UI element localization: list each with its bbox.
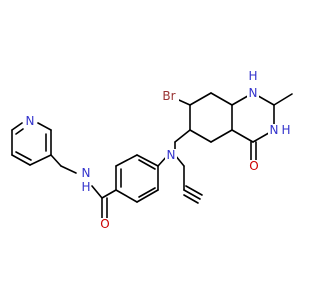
bromine-atom-label: Br [162, 89, 175, 103]
bond [273, 93, 293, 106]
amide-nitrogen-label: N [82, 166, 91, 180]
n1-hydrogen-label: H [248, 69, 257, 83]
bond [138, 159, 156, 170]
bond [183, 189, 201, 200]
bond [136, 189, 159, 203]
label-background [165, 149, 177, 162]
bond [174, 129, 191, 143]
bond [50, 154, 62, 167]
bond [138, 187, 156, 198]
bonds [11, 92, 293, 219]
label-background [159, 89, 179, 103]
bond [11, 154, 31, 166]
amine-nitrogen-label: N [167, 148, 176, 162]
bond [231, 129, 254, 143]
pyridine-nitrogen-label: N [26, 114, 35, 128]
label-background [24, 115, 36, 128]
bond [37, 122, 52, 131]
n3-nitrogen-label: N [270, 123, 279, 137]
bond [210, 92, 233, 106]
bond [189, 92, 212, 106]
bond [11, 122, 23, 131]
label-background [80, 167, 92, 180]
bond [185, 185, 203, 196]
n1-nitrogen-label: N [249, 86, 258, 100]
bond [136, 154, 159, 167]
atom-labels: Br H N N H O N O N H N [24, 69, 291, 231]
bond [101, 189, 117, 199]
bond [15, 151, 32, 161]
bond [15, 128, 24, 135]
bond [189, 129, 212, 143]
bond [29, 154, 52, 166]
amide-hydrogen-label: H [81, 180, 90, 194]
bond [210, 129, 233, 143]
carbonyl-oxygen-label: O [249, 159, 258, 173]
bond [60, 165, 77, 174]
bond [115, 189, 138, 203]
molecule-canvas: Br H N N H O N O N H N [11, 69, 293, 231]
bond [91, 185, 103, 199]
label-background [99, 218, 111, 231]
label-background [247, 87, 259, 100]
label-background [268, 124, 280, 137]
label-background [248, 160, 260, 173]
molecule-structure: Br H N N H O N O N H N [11, 69, 293, 231]
bond [115, 154, 138, 167]
bond [183, 194, 199, 204]
amide-oxygen-label: O [100, 217, 109, 231]
n3-hydrogen-label: H [281, 123, 290, 137]
